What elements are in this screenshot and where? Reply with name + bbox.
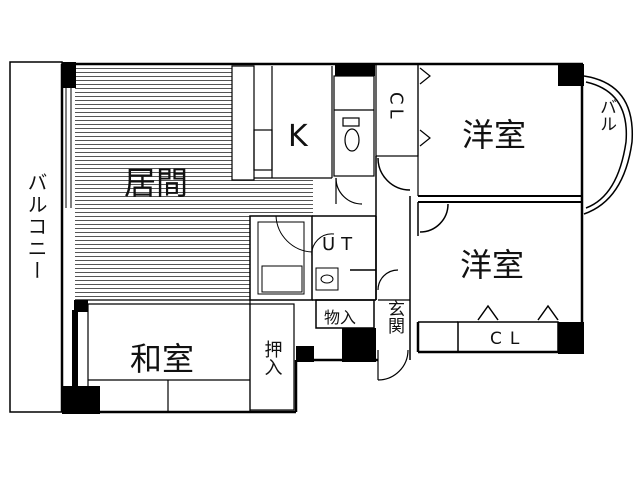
balcony-right-label: バル [596, 98, 616, 132]
utility-room [249, 215, 377, 301]
closet-bottom [418, 304, 559, 353]
oshiire-label: 押入 [262, 340, 283, 376]
closet-bottom-label: CL [490, 329, 527, 349]
closet-top [375, 63, 431, 196]
utility-label: UT [322, 234, 358, 255]
oshiire-closet [249, 303, 295, 411]
balcony-right [583, 75, 634, 215]
living-room-label: 居間 [124, 164, 188, 202]
entrance-door [377, 269, 410, 381]
toilet-room [333, 75, 375, 205]
balcony-left-label: バルコニー [24, 172, 48, 282]
japanese-room-label: 和室 [130, 340, 194, 378]
kitchen-label: K [288, 119, 309, 154]
living-room [75, 66, 313, 300]
wall-blocks [62, 62, 584, 414]
bedroom-top [418, 195, 582, 203]
entrance-label: 玄関 [384, 300, 404, 334]
bedroom-right-label: 洋室 [460, 246, 524, 284]
bedroom-top-label: 洋室 [462, 116, 526, 154]
closet-top-label: CL [386, 92, 407, 123]
storage-label: 物入 [324, 308, 356, 327]
storage-room [315, 269, 376, 329]
kitchen-area [231, 65, 333, 181]
